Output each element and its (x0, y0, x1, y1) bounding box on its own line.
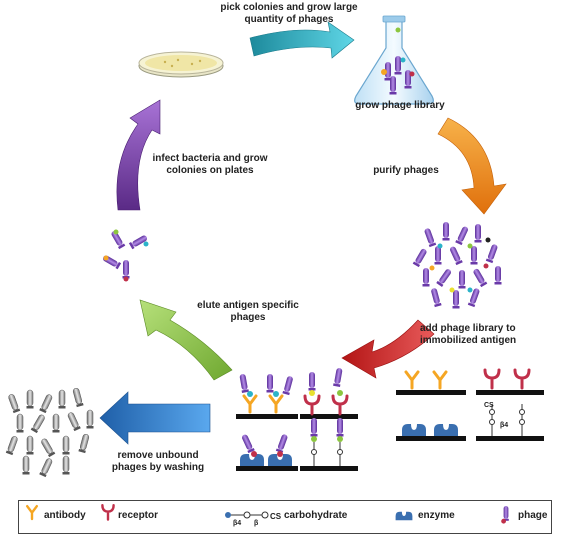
unbound-phages (5, 386, 94, 478)
flask (354, 15, 434, 105)
legend-carb-cs: CS (270, 512, 282, 521)
legend-receptor-label: receptor (118, 510, 159, 521)
step-elute: elute antigen specific phages (188, 300, 308, 324)
arrow-remove-unbound (99, 391, 211, 445)
step-infect-line1: infect bacteria and grow (152, 153, 268, 164)
legend-enzyme-label: enzyme (418, 510, 455, 521)
step-purify: purify phages (373, 165, 439, 176)
legend-carb-beta4: β4 (233, 520, 242, 527)
glycan-label-cs: CS (484, 402, 494, 409)
legend-antibody-label: antibody (44, 510, 86, 521)
legend-carbohydrate-label: carbohydrate (284, 510, 348, 521)
legend-phage-label: phage (518, 510, 548, 521)
step-infect-line2: colonies on plates (166, 165, 254, 176)
legend-carbohydrate-icon (225, 511, 269, 519)
step-pick-colonies-line2: quantity of phages (244, 14, 334, 25)
step-pick-colonies: pick colonies and grow large quantity of… (214, 2, 364, 26)
legend-carb-beta: β (254, 520, 259, 527)
step-add-library-line2: immobilized antigen (420, 335, 517, 346)
legend (18, 500, 552, 534)
arrow-pick-to-library (249, 21, 355, 59)
glycan-label-beta4: β4 (500, 422, 509, 429)
arrow-elute (139, 299, 233, 381)
step-infect: infect bacteria and grow colonies on pla… (150, 153, 270, 177)
bound-phages (236, 367, 358, 471)
immobilized-antigen (396, 368, 544, 441)
eluted-phages (101, 229, 149, 282)
arrow-infect (116, 99, 161, 211)
step-elute-line2: phages (230, 312, 266, 323)
purified-phage-cluster (412, 222, 502, 309)
step-remove-unbound-line1: remove unbound (117, 450, 199, 461)
step-remove-unbound-line2: phages by washing (111, 462, 205, 473)
step-add-library: add phage library to immobilized antigen (420, 323, 540, 347)
arrow-add-library (341, 319, 435, 379)
step-pick-colonies-line1: pick colonies and grow large (220, 2, 358, 13)
step-grow-library: grow phage library (355, 100, 445, 111)
arrow-library-to-purify (437, 117, 507, 215)
petri-dish (138, 51, 224, 78)
step-elute-line1: elute antigen specific (197, 300, 299, 311)
legend-phage-icon (501, 506, 509, 524)
legend-icons (26, 504, 509, 524)
step-add-library-line1: add phage library to (420, 323, 516, 334)
step-remove-unbound: remove unbound phages by washing (108, 450, 208, 474)
